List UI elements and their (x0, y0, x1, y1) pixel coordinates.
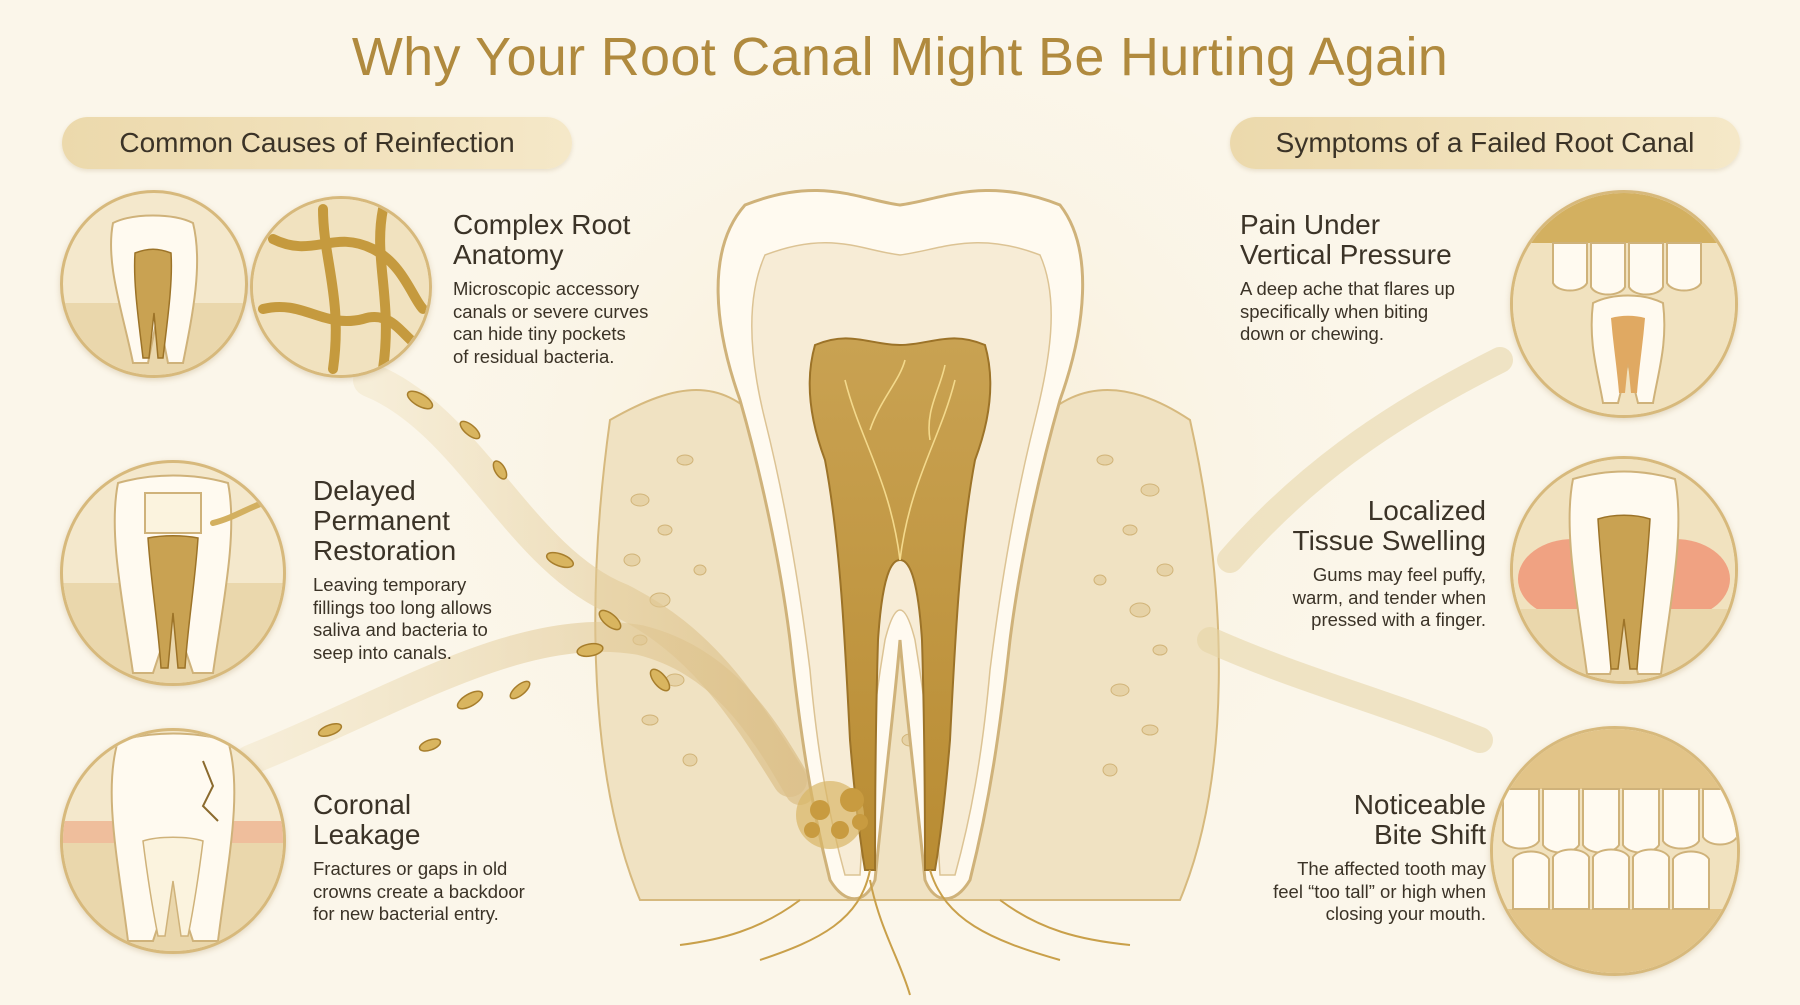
cause-title: Delayed Permanent Restoration (313, 475, 457, 566)
biting-teeth-icon (1510, 190, 1738, 418)
symptom-description: A deep ache that flares up specifically … (1240, 278, 1455, 344)
cause-description: Microscopic accessory canals or severe c… (453, 278, 649, 367)
bite-shift-teeth-icon (1490, 726, 1740, 976)
nerve-branches (844, 359, 956, 561)
cause-item-complex-root-anatomy: Complex Root Anatomy Microscopic accesso… (453, 210, 743, 368)
cause-item-delayed-restoration: Delayed Permanent Restoration Leaving te… (313, 476, 573, 664)
apex-infection (796, 781, 868, 849)
swollen-gum-tooth-icon (1510, 456, 1738, 684)
symptom-title: Pain Under Vertical Pressure (1240, 209, 1452, 270)
tooth-accessory-canals-icon (60, 190, 248, 378)
symptom-title: Localized Tissue Swelling (1292, 495, 1486, 556)
symptom-description: The affected tooth may feel “too tall” o… (1273, 858, 1486, 924)
bacteria-cluster (317, 390, 671, 752)
symptom-item-vertical-pressure: Pain Under Vertical Pressure A deep ache… (1240, 210, 1540, 346)
symptom-stream-2 (1197, 627, 1493, 753)
pulp-canal (808, 337, 992, 871)
cause-item-coronal-leakage: Coronal Leakage Fractures or gaps in old… (313, 790, 613, 926)
symptom-item-tissue-swelling: Localized Tissue Swelling Gums may feel … (1210, 496, 1486, 632)
symptom-stream-1 (1217, 347, 1513, 573)
cause-title: Complex Root Anatomy (453, 209, 631, 270)
causes-heading: Common Causes of Reinfection (62, 117, 572, 169)
cracked-crown-tooth-icon (60, 728, 286, 954)
root-nerves (679, 869, 1131, 996)
symptoms-heading: Symptoms of a Failed Root Canal (1230, 117, 1740, 169)
temporary-filling-tooth-icon (60, 460, 286, 686)
symptom-description: Gums may feel puffy, warm, and tender wh… (1292, 564, 1486, 630)
symptom-item-bite-shift: Noticeable Bite Shift The affected tooth… (1196, 790, 1486, 926)
cause-title: Coronal Leakage (313, 789, 421, 850)
page-title: Why Your Root Canal Might Be Hurting Aga… (351, 27, 1449, 87)
cause-description: Leaving temporary fillings too long allo… (313, 574, 492, 663)
symptom-title: Noticeable Bite Shift (1353, 789, 1486, 850)
accessory-canals-magnified-icon (250, 196, 432, 378)
cause-description: Fractures or gaps in old crowns create a… (313, 858, 525, 924)
bacteria-stream-2 (235, 621, 815, 805)
